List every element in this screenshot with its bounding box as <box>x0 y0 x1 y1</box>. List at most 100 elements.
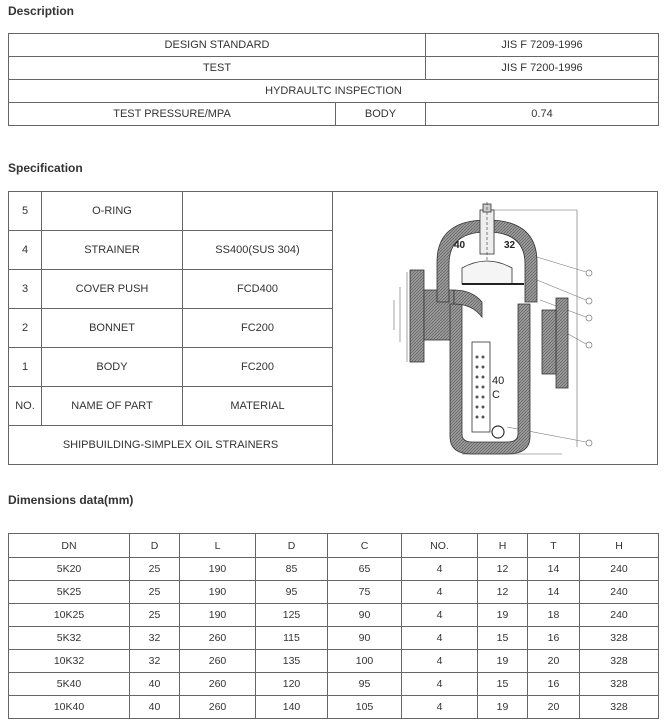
table-cell: 75 <box>327 580 402 604</box>
spec-material <box>182 191 333 231</box>
table-cell: 4 <box>401 557 478 581</box>
table-cell: 40 <box>129 695 180 719</box>
table-cell: 32 <box>129 649 180 673</box>
table-cell: 85 <box>255 557 328 581</box>
table-cell: 5K20 <box>8 557 130 581</box>
table-cell: 140 <box>255 695 328 719</box>
specification-heading: Specification <box>8 161 83 175</box>
table-cell: 10K25 <box>8 603 130 627</box>
table-cell: 19 <box>477 649 528 673</box>
drawing-label-unit: C <box>492 389 500 401</box>
table-cell: 95 <box>255 580 328 604</box>
table-cell: 190 <box>179 603 256 627</box>
table-cell: 4 <box>401 580 478 604</box>
spec-name: COVER PUSH <box>41 269 183 309</box>
table-row: 1 BODY FC200 <box>8 347 333 387</box>
desc-pressure-part: BODY <box>334 102 427 126</box>
table-cell: 5K40 <box>8 672 130 696</box>
col-header-no: NO. <box>401 533 478 558</box>
table-cell: 18 <box>527 603 580 627</box>
table-cell: 240 <box>579 557 659 581</box>
spec-name: O-RING <box>41 191 183 231</box>
strainer-drawing: 40 32 40 C <box>332 191 658 465</box>
table-cell: 260 <box>179 649 256 673</box>
col-header-c: C <box>327 533 402 558</box>
table-cell: 25 <box>129 603 180 627</box>
table-row: 3 COVER PUSH FCD400 <box>8 269 333 309</box>
desc-pressure-label: TEST PRESSURE/MPA <box>8 102 336 126</box>
spec-name: BODY <box>41 347 183 387</box>
table-row: HYDRAULTC INSPECTION <box>7 79 660 103</box>
table-cell: 328 <box>579 672 659 696</box>
spec-no: 2 <box>8 308 42 348</box>
table-cell: 125 <box>255 603 328 627</box>
table-cell: 20 <box>527 649 580 673</box>
table-cell: 5K32 <box>8 626 130 650</box>
col-header-t: T <box>527 533 580 558</box>
spec-material: FC200 <box>182 347 333 387</box>
col-header-dn: DN <box>8 533 130 558</box>
col-header-h: H <box>477 533 528 558</box>
table-cell: 4 <box>401 649 478 673</box>
strainer-cross-section-svg: 40 32 40 C <box>393 202 593 455</box>
specification-table: 5 O-RING 4 STRAINER SS400(SUS 304) 3 COV… <box>8 191 333 465</box>
table-cell: 4 <box>401 603 478 627</box>
table-cell: 100 <box>327 649 402 673</box>
table-cell: 40 <box>129 672 180 696</box>
table-cell: 328 <box>579 649 659 673</box>
table-cell: 4 <box>401 695 478 719</box>
table-row: TEST PRESSURE/MPA BODY 0.74 <box>8 102 660 126</box>
table-cell: 90 <box>327 603 402 627</box>
table-cell: 65 <box>327 557 402 581</box>
desc-value: JIS F 7209-1996 <box>425 33 660 57</box>
spec-footer: SHIPBUILDING-SIMPLEX OIL STRAINERS <box>8 425 333 465</box>
table-cell: 260 <box>179 672 256 696</box>
table-cell: 16 <box>527 626 580 650</box>
spec-name: BONNET <box>41 308 183 348</box>
table-cell: 12 <box>477 557 528 581</box>
col-header-d: D <box>129 533 180 558</box>
drawing-label-left: 40 <box>454 240 466 251</box>
spec-header-name: NAME OF PART <box>41 386 183 426</box>
table-row: DESIGN STANDARD JIS F 7209-1996 <box>7 33 660 57</box>
table-cell: 14 <box>527 557 580 581</box>
desc-pressure-value: 0.74 <box>425 102 660 126</box>
table-cell: 135 <box>255 649 328 673</box>
spec-header-material: MATERIAL <box>182 386 333 426</box>
table-cell: 95 <box>327 672 402 696</box>
table-cell: 260 <box>179 695 256 719</box>
description-table: DESIGN STANDARD JIS F 7209-1996 TEST JIS… <box>7 33 660 126</box>
description-heading: Description <box>8 4 75 18</box>
spec-material: FCD400 <box>182 269 333 309</box>
spec-no: 5 <box>8 191 42 231</box>
table-cell: 4 <box>401 626 478 650</box>
table-cell: 115 <box>255 626 328 650</box>
spec-header-no: NO. <box>8 386 42 426</box>
table-cell: 12 <box>477 580 528 604</box>
drawing-label-right: 32 <box>504 240 516 251</box>
table-cell: 20 <box>527 695 580 719</box>
table-cell: 4 <box>401 672 478 696</box>
spec-name: STRAINER <box>41 230 183 270</box>
table-cell: 240 <box>579 580 659 604</box>
dimensions-heading: Dimensions data(mm) <box>8 493 134 507</box>
table-row: 4 STRAINER SS400(SUS 304) <box>8 230 333 270</box>
table-cell: 328 <box>579 626 659 650</box>
col-header-d2: D <box>255 533 328 558</box>
table-cell: 105 <box>327 695 402 719</box>
table-cell: 19 <box>477 695 528 719</box>
table-cell: 120 <box>255 672 328 696</box>
spec-material: SS400(SUS 304) <box>182 230 333 270</box>
table-cell: 328 <box>579 695 659 719</box>
col-header-h2: H <box>579 533 659 558</box>
table-cell: 5K25 <box>8 580 130 604</box>
spec-no: 3 <box>8 269 42 309</box>
table-cell: 14 <box>527 580 580 604</box>
table-cell: 240 <box>579 603 659 627</box>
